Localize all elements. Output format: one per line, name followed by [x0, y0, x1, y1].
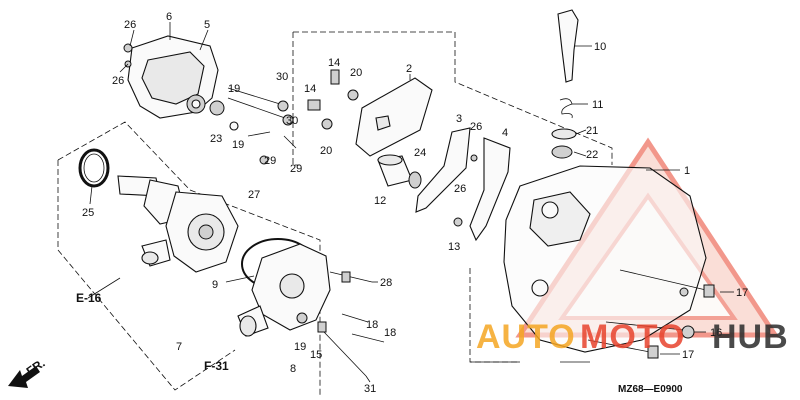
callout-24: 24: [414, 147, 426, 159]
callout-14: 14: [304, 83, 316, 95]
o-ring-25: [78, 148, 110, 188]
callout-16: 16: [710, 327, 722, 339]
callout-29: 29: [264, 155, 276, 167]
callout-18: 18: [366, 319, 378, 331]
joint-pipe: [377, 154, 422, 189]
pipe-10-spring: [551, 9, 579, 159]
callout-26: 26: [454, 183, 466, 195]
watermark-logo: AUTO MOTO HUB: [476, 318, 789, 356]
gasket-plate: [355, 77, 433, 157]
section-ref-f31: F-31: [204, 359, 229, 373]
callout-7: 7: [176, 341, 182, 353]
callout-19: 19: [228, 83, 240, 95]
callout-30: 30: [286, 115, 298, 127]
section-references: E-16 F-31: [76, 291, 229, 373]
bolts-lower: [296, 271, 385, 377]
clutch-cover: [503, 165, 707, 353]
callout-22: 22: [586, 149, 598, 161]
watermark-hub: HUB: [712, 318, 789, 356]
watermark-moto: MOTO: [580, 318, 685, 356]
arrow-left-down-icon: [8, 366, 40, 388]
bolts-17-16: [587, 269, 715, 359]
pump-cover-8: [237, 243, 331, 337]
callout-20: 20: [320, 145, 332, 157]
callout-20: 20: [350, 67, 362, 79]
callout-1: 1: [684, 165, 690, 177]
callout-4: 4: [502, 127, 508, 139]
callout-19: 19: [294, 341, 306, 353]
callout-14: 14: [328, 57, 340, 69]
callout-9: 9: [212, 279, 218, 291]
callout-10: 10: [594, 41, 606, 53]
callout-6: 6: [166, 11, 172, 23]
pump-cover: [123, 35, 219, 119]
callout-27: 27: [248, 189, 260, 201]
callout-23: 23: [210, 133, 222, 145]
callout-labels: 26 6 5 26 19 30 30 23 19 29 29 27 14 14 …: [82, 11, 748, 395]
watermark-auto: AUTO: [476, 318, 576, 356]
callout-25: 25: [82, 207, 94, 219]
leader-lines: [87, 22, 734, 383]
callout-8: 8: [290, 363, 296, 375]
callout-29: 29: [290, 163, 302, 175]
callout-26: 26: [112, 75, 124, 87]
callout-2: 2: [406, 63, 412, 75]
callout-17: 17: [682, 349, 694, 361]
callout-26: 26: [470, 121, 482, 133]
diagram-code: MZ68—E0900: [618, 384, 683, 395]
callout-3: 3: [456, 113, 462, 125]
callout-17: 17: [736, 287, 748, 299]
bolts-top: [209, 87, 297, 165]
callout-12: 12: [374, 195, 386, 207]
section-ref-e16: E-16: [76, 291, 102, 305]
callout-5: 5: [204, 19, 210, 31]
callout-28: 28: [380, 277, 392, 289]
boundary-lines: [57, 31, 613, 395]
callout-18: 18: [384, 327, 396, 339]
gasket-3-4: [415, 127, 511, 242]
callout-19: 19: [232, 139, 244, 151]
water-pump-body: [117, 175, 239, 273]
callout-26: 26: [124, 19, 136, 31]
callout-31: 31: [364, 383, 376, 395]
callout-30: 30: [276, 71, 288, 83]
callout-13: 13: [448, 241, 460, 253]
callout-21: 21: [586, 125, 598, 137]
callout-11: 11: [592, 99, 603, 111]
callout-15: 15: [310, 349, 322, 361]
bolts-14-20: [307, 69, 359, 130]
front-direction-indicator: FR.: [8, 356, 48, 388]
